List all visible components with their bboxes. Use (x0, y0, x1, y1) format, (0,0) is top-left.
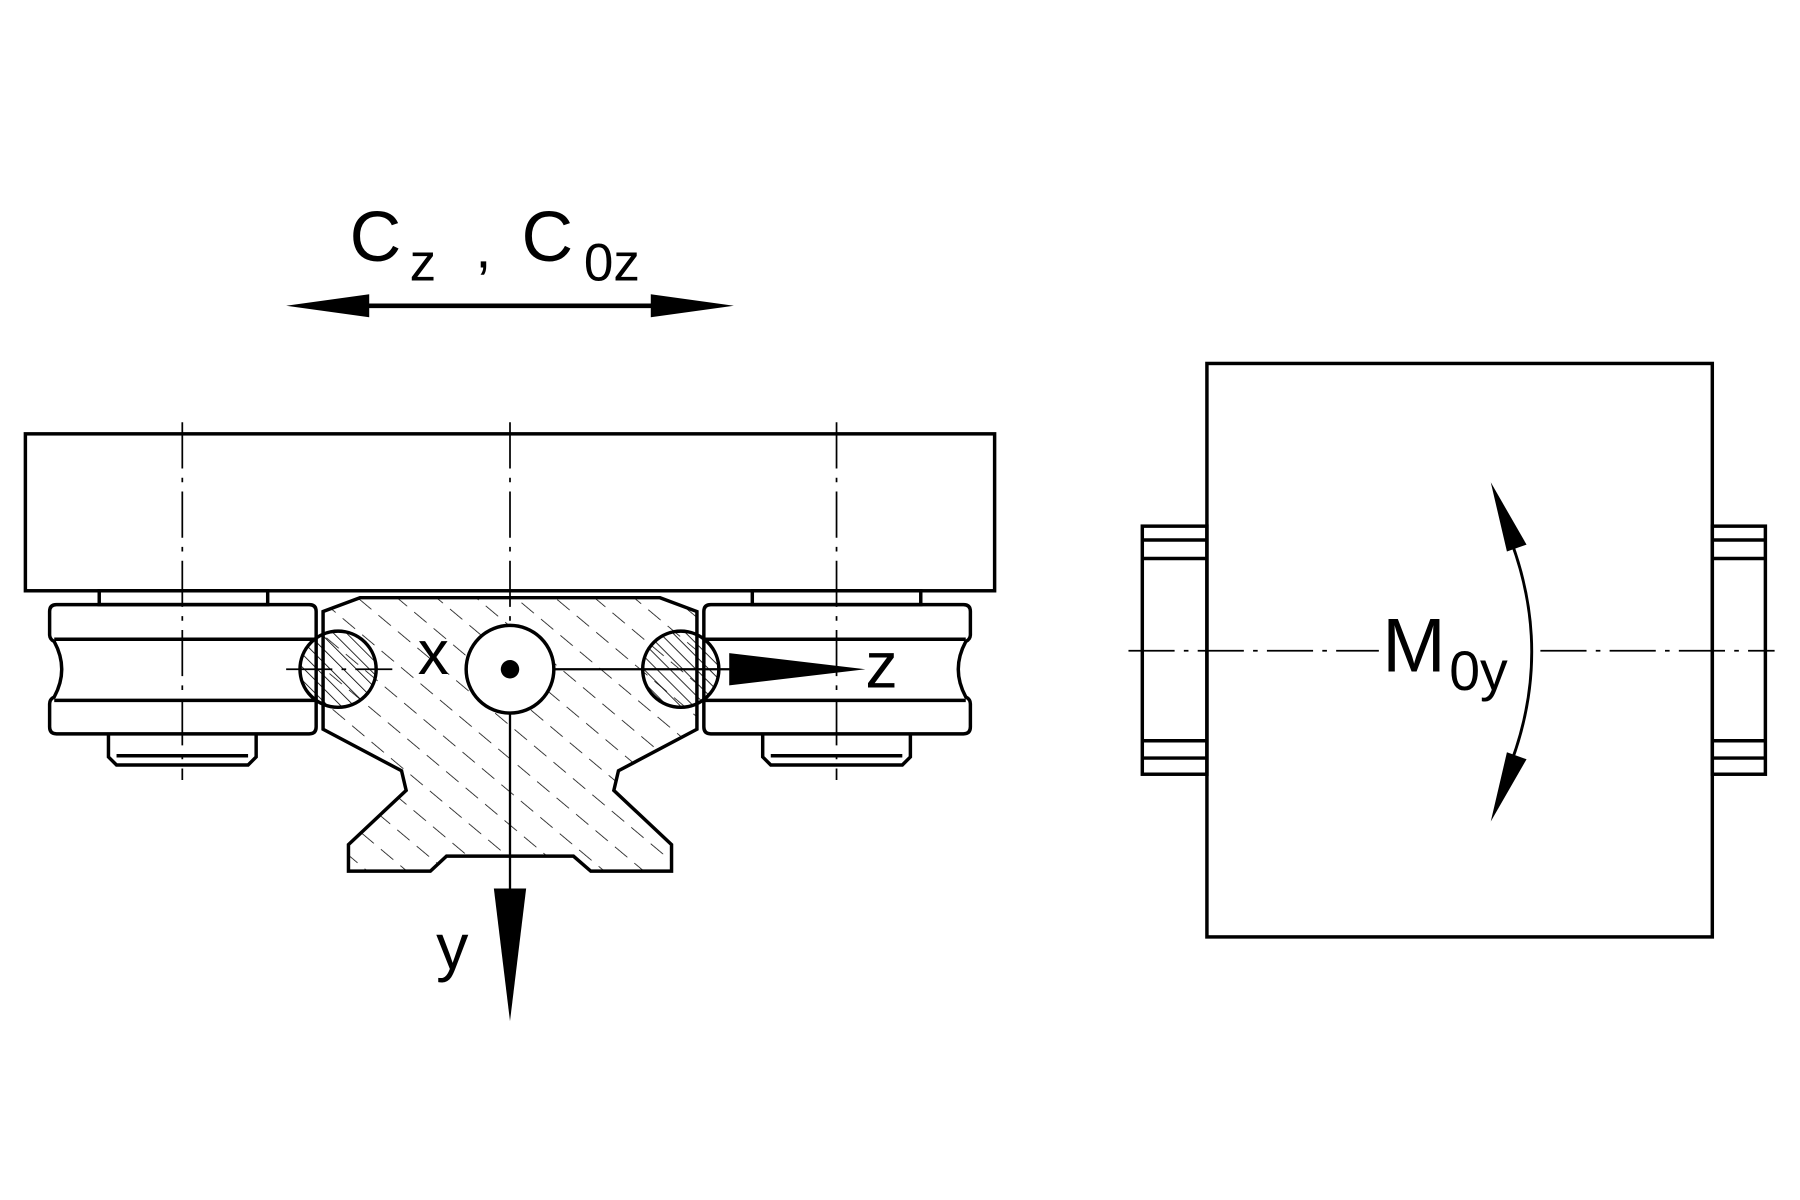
z-axis-arrow-icon (553, 653, 866, 686)
svg-text:C: C (522, 197, 574, 277)
svg-text:0z: 0z (584, 233, 640, 292)
front-view: x z y (23, 422, 997, 1022)
svg-text:C: C (350, 197, 402, 277)
axis-z-label: z (865, 630, 897, 702)
double-arrow-icon (286, 294, 734, 318)
y-axis-arrow-icon (493, 713, 527, 1022)
svg-text:0y: 0y (1449, 640, 1508, 702)
load-rating-label: C z , C 0z (350, 197, 640, 293)
axis-y-label: y (436, 911, 469, 983)
left-roller-block (47, 602, 318, 767)
moment-label: M (1382, 604, 1445, 689)
svg-text:,: , (475, 217, 491, 281)
side-view: M 0y (1128, 361, 1775, 939)
axis-x-label: x (418, 619, 449, 688)
svg-text:z: z (410, 233, 437, 292)
moment-arc-arrow-icon (1490, 482, 1534, 822)
